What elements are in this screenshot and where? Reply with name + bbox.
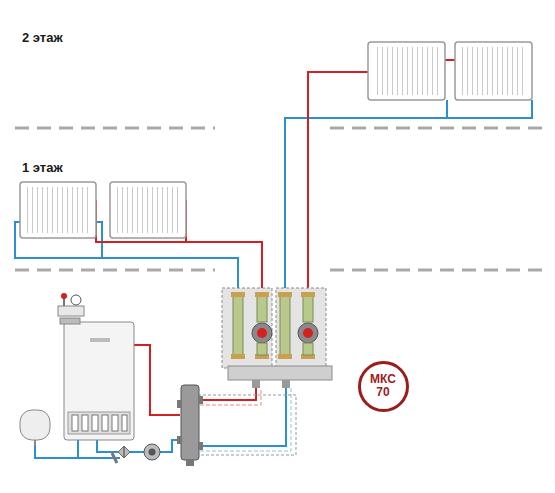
badge-text: МКС 70 [366,373,400,398]
separator-pipes [198,388,296,455]
floor-label: 2 этаж [22,30,63,45]
hydraulic-separator [177,385,203,466]
filter-and-pump [112,444,160,463]
model-badge: МКС 70 [358,361,409,412]
expansion-tank [20,410,50,446]
floor-label: 1 этаж [22,160,63,175]
floor-lines [15,128,545,270]
radiators [20,42,532,238]
pump-groups [222,288,332,388]
boiler [58,293,134,440]
